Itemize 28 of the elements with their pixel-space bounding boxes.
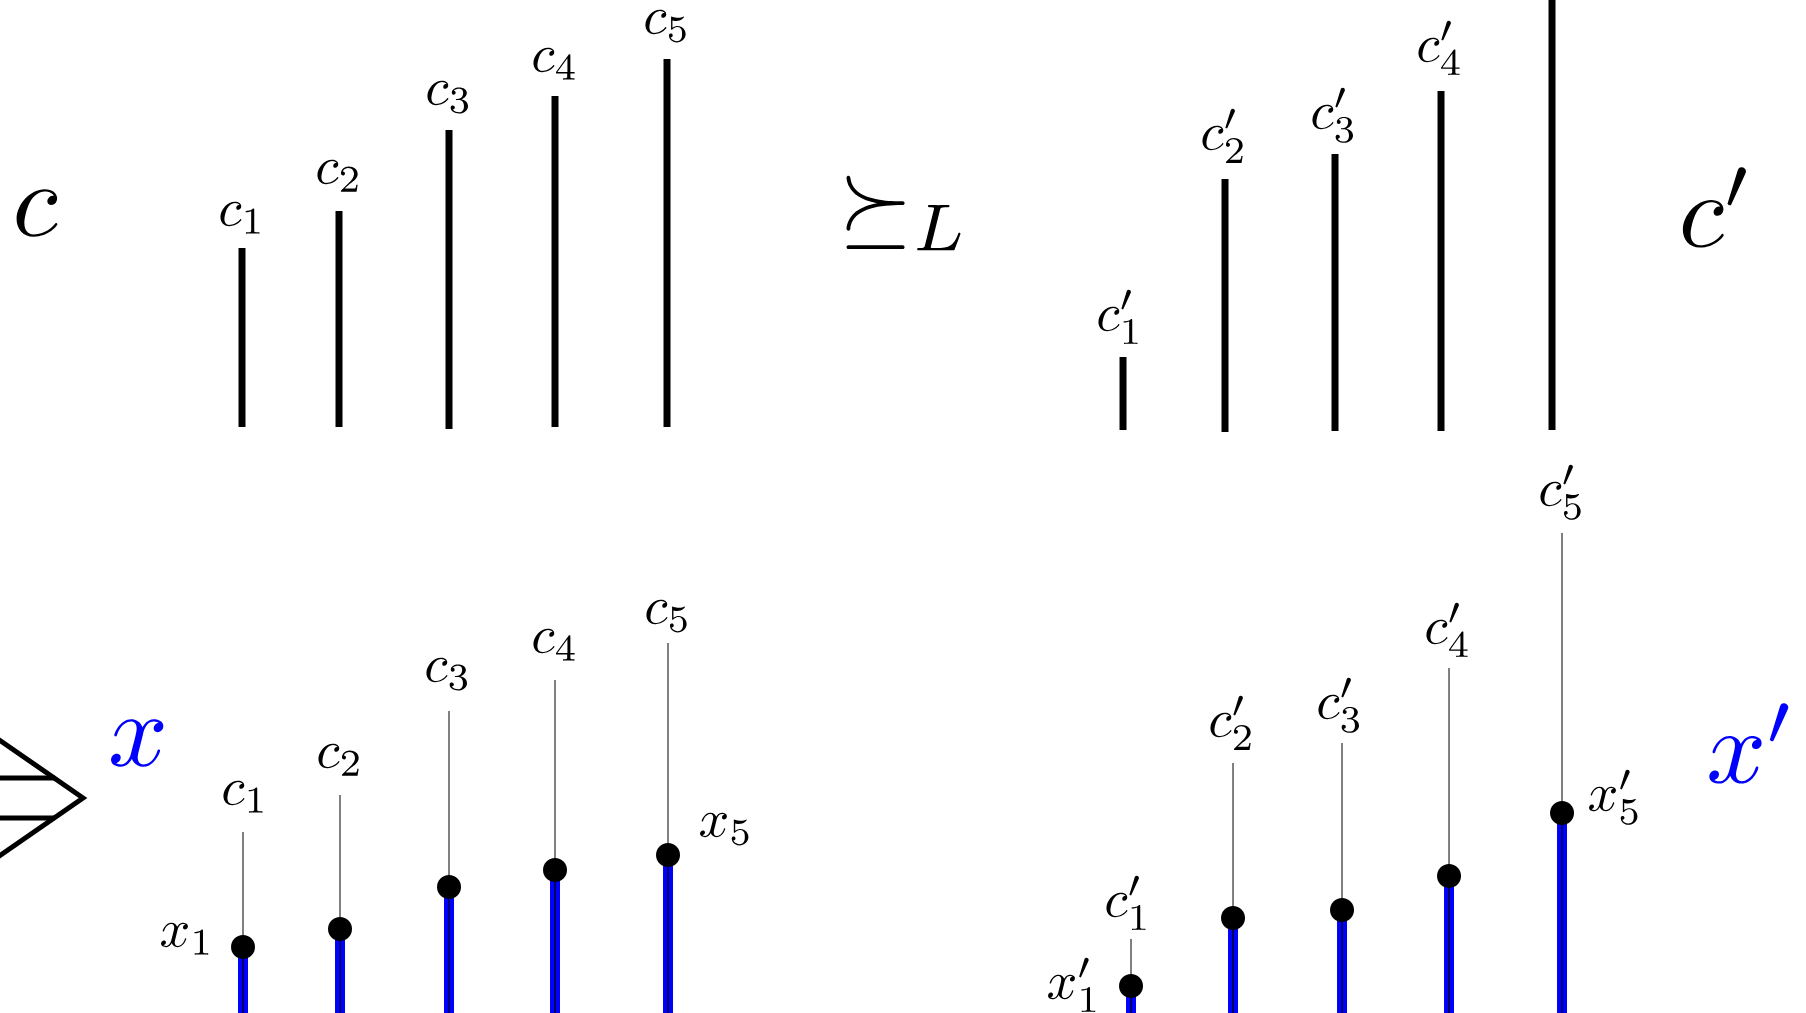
bar-label: $c_2$ <box>318 743 359 776</box>
bar-label: $c'_4$ <box>1426 602 1468 657</box>
bar-label: $c_5$ <box>645 9 686 43</box>
math-symbol: $x'$ <box>1709 703 1789 784</box>
bar-label: $c'_3$ <box>1312 87 1353 143</box>
relation-symbol: $\succeq_L$ <box>846 175 961 251</box>
math-symbol: $c'$ <box>1682 167 1746 248</box>
bar-label: $c'_1$ <box>1106 875 1146 930</box>
bar-label: $c_3$ <box>426 657 467 691</box>
point-label: $x_5$ <box>700 812 749 846</box>
bar-label: $c_5$ <box>646 599 687 633</box>
bar-label: $c'_4$ <box>1418 20 1460 75</box>
bar-label: $c_1$ <box>223 780 263 813</box>
bar-label: $c'_2$ <box>1210 695 1251 750</box>
bar-label: $c'_5$ <box>1540 464 1581 520</box>
point-label: $x'_1$ <box>1048 957 1096 1012</box>
math-symbol: $x$ <box>111 719 164 767</box>
point-label: $x'_5$ <box>1589 769 1638 825</box>
bar-label: $c_4$ <box>533 628 575 661</box>
bar-label: $c'_3$ <box>1318 677 1359 733</box>
bar-label: $c_3$ <box>427 80 468 114</box>
bar-label: $c'_1$ <box>1098 289 1138 344</box>
bar-label: $c_1$ <box>220 201 260 234</box>
bar-label: $c'_2$ <box>1202 108 1243 163</box>
bar-label: $c_4$ <box>533 47 575 80</box>
math-symbol: $c$ <box>16 189 58 237</box>
point-label: $x_1$ <box>161 922 209 955</box>
bar-label: $c_2$ <box>317 159 358 192</box>
